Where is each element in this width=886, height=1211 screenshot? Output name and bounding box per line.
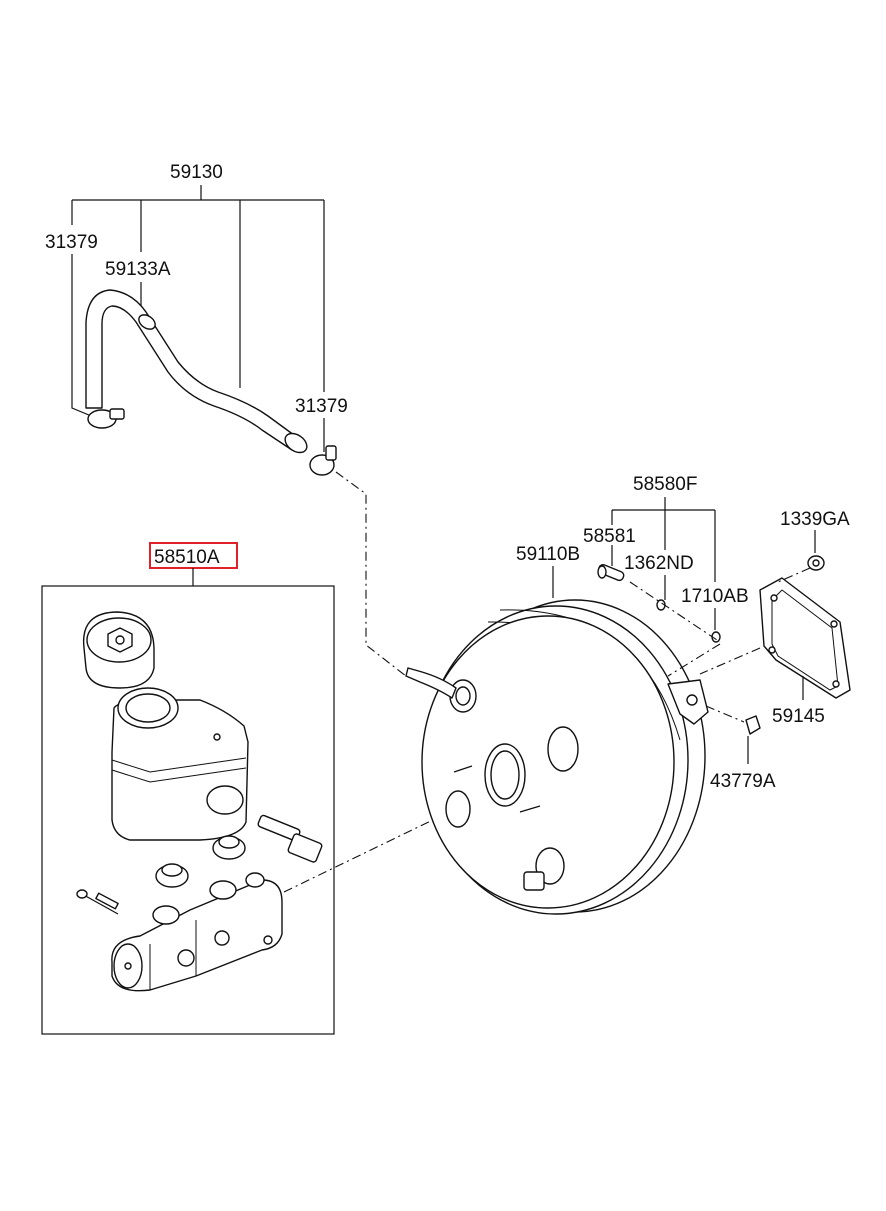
label-31379-right: 31379 xyxy=(295,396,348,417)
label-59130: 59130 xyxy=(170,162,223,183)
clevis-pin xyxy=(597,564,625,582)
label-58510A: 58510A xyxy=(154,547,220,568)
grommets xyxy=(155,835,246,888)
hose-clamp-right xyxy=(309,445,337,476)
vacuum-hose xyxy=(85,289,308,454)
pin-connection-dashline xyxy=(629,581,721,643)
label-59110B: 59110B xyxy=(516,544,580,565)
mounting-bolt xyxy=(76,889,119,915)
label-43779A: 43779A xyxy=(710,771,776,792)
booster-gasket xyxy=(759,577,851,699)
reservoir-tank xyxy=(111,687,249,841)
nut-to-gasket-dashline xyxy=(777,567,811,583)
gasket-to-booster-dashline xyxy=(699,647,761,675)
reservoir-cap xyxy=(82,611,155,689)
master-cylinder-assembly-box xyxy=(41,542,335,1035)
retainer-clip xyxy=(745,715,761,735)
hose-clamp-left xyxy=(87,408,125,429)
booster-check-valve xyxy=(405,667,457,699)
level-sensor xyxy=(257,814,323,863)
gasket-nut xyxy=(807,555,825,571)
label-59145: 59145 xyxy=(772,706,825,727)
label-31379-left: 31379 xyxy=(45,232,98,253)
master-cylinder-body xyxy=(111,872,283,992)
label-58580F: 58580F xyxy=(633,474,697,495)
leader-58580F-group xyxy=(611,497,716,630)
label-1362ND: 1362ND xyxy=(624,553,694,574)
leader-59130-group xyxy=(71,185,325,452)
hose-connection-dashline xyxy=(335,471,407,677)
retainer-dashline xyxy=(705,705,745,723)
label-58581: 58581 xyxy=(583,526,636,547)
label-59133A: 59133A xyxy=(105,259,171,280)
brake-booster xyxy=(421,566,706,915)
label-1339GA: 1339GA xyxy=(780,509,850,530)
booster-clevis xyxy=(667,679,709,725)
label-1710AB: 1710AB xyxy=(681,586,749,607)
